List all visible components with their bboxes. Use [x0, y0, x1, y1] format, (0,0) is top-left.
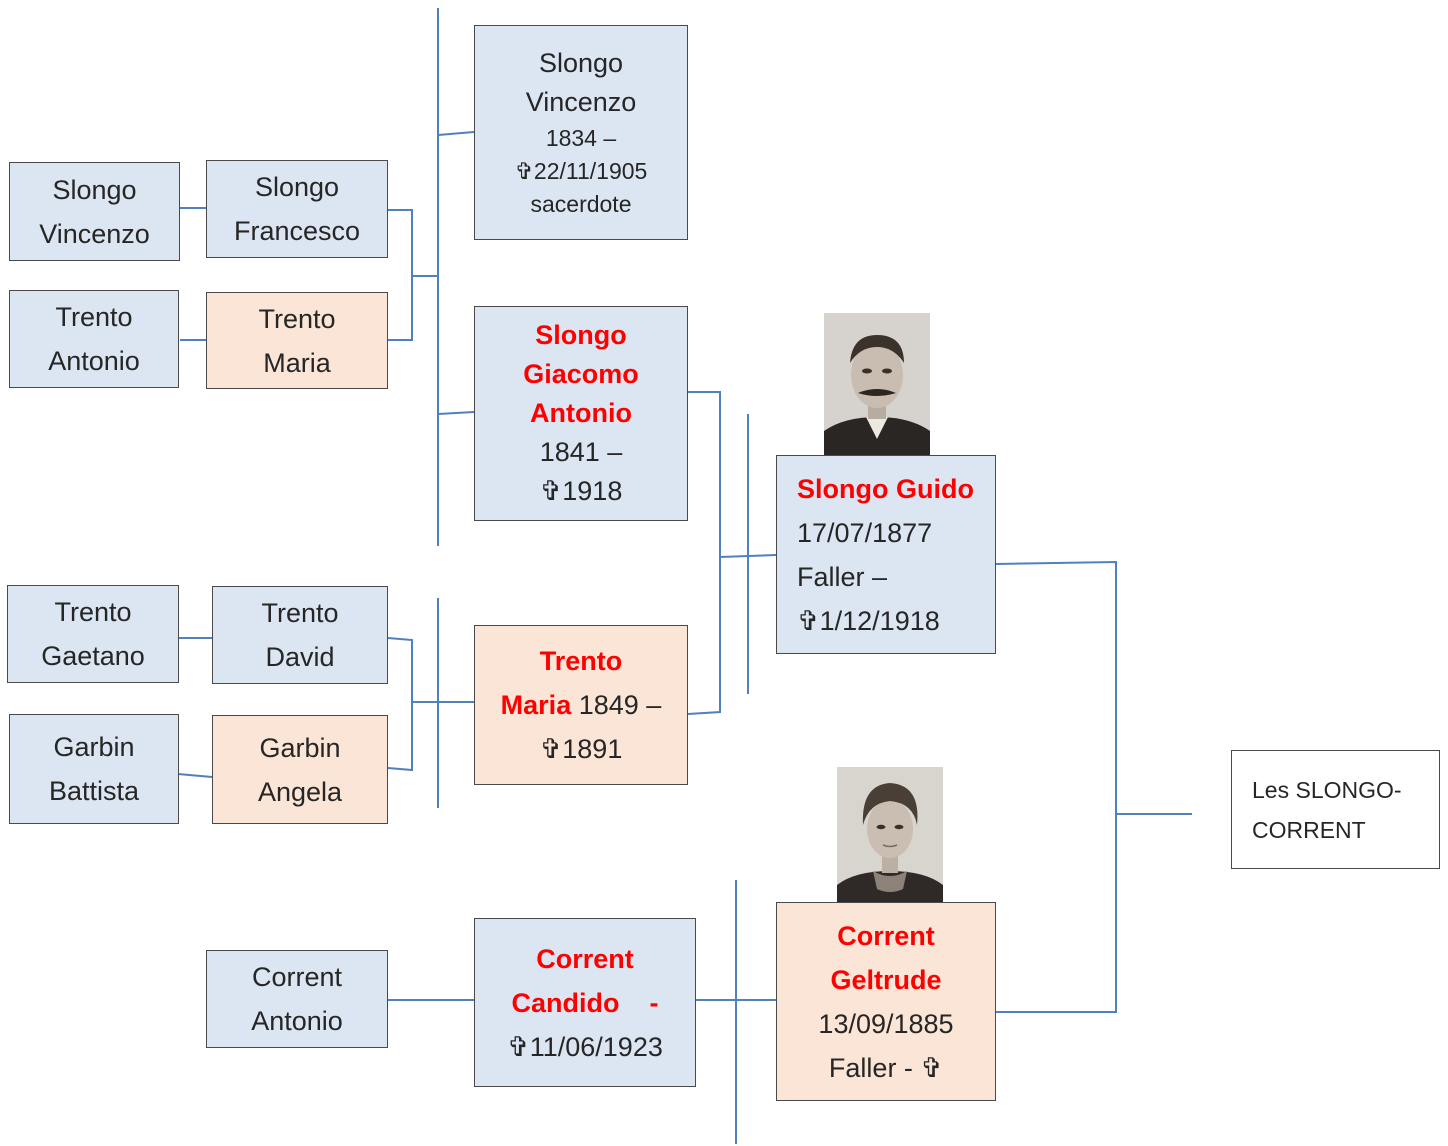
person-surname: Slongo [535, 320, 627, 350]
person-slongo-giacomo-antonio: Slongo Giacomo Antonio 1841 – ✞1918 [474, 306, 688, 521]
person-death: ✞1918 [539, 476, 623, 506]
person-birth: 13/09/1885 [818, 1008, 954, 1039]
person-death: ✞1/12/1918 [797, 605, 940, 636]
person-surname: Garbin [259, 732, 341, 763]
person-surname: Trento [55, 302, 133, 332]
portrait-slongo-guido [824, 313, 930, 455]
parents-bracket-guido [687, 391, 721, 715]
person-name-and-birth: Maria 1849 – [501, 683, 662, 727]
person-surname: Trento [261, 598, 339, 628]
person-given-name: Giacomo [523, 359, 639, 389]
person-given-name: Geltrude [830, 964, 942, 995]
person-slongo-guido: Slongo Guido 17/07/1877 Faller – ✞1/12/1… [776, 455, 996, 654]
person-given-name: Maria [263, 347, 331, 378]
person-surname: Slongo [538, 48, 624, 78]
person-given-name: Vincenzo [39, 218, 150, 249]
person-surname: Corrent [251, 962, 343, 992]
person-given-name: Antonio [251, 1006, 343, 1036]
person-given-name: Battista [48, 776, 140, 806]
link-vincenzo-priest [437, 131, 475, 136]
family-label-line2: CORRENT [1252, 816, 1366, 843]
person-middle-name: Antonio [530, 398, 632, 428]
person-death: ✞22/11/1905 [514, 158, 648, 184]
person-death: ✞1891 [539, 734, 623, 764]
family-label-line1: Les SLONGO- [1252, 776, 1402, 803]
person-place: Faller – [797, 561, 888, 592]
portrait-corrent-geltrude [837, 767, 943, 902]
person-trento-maria: Trento Maria 1849 – ✞1891 [474, 625, 688, 785]
person-given-name: Maria [500, 690, 572, 720]
person-trento-gaetano: Trento Gaetano [7, 585, 179, 683]
person-occupation: sacerdote [530, 191, 632, 217]
person-birth: 1849 – [571, 690, 662, 720]
person-given-name: Francesco [233, 216, 361, 246]
person-given-name: Antonio [48, 346, 140, 376]
person-place-death: Faller - ✞ [828, 1052, 944, 1083]
person-given-name: Vincenzo [525, 87, 637, 117]
couple-bracket [995, 560, 1117, 1013]
person-corrent-geltrude: Corrent Geltrude 13/09/1885 Faller - ✞ [776, 902, 996, 1101]
parents-bracket-slongo [388, 209, 413, 341]
person-corrent-candido: Corrent Candido - ✞11/06/1923 [474, 918, 696, 1087]
person-slongo-vincenzo-grandfather: Slongo Vincenzo [9, 162, 180, 261]
person-trento-david: Trento David [212, 586, 388, 684]
person-surname: Corrent [536, 943, 634, 974]
link-giacomo [437, 411, 475, 415]
person-surname: Trento [258, 303, 336, 334]
link-guido [719, 554, 777, 558]
person-trento-antonio: Trento Antonio [9, 290, 179, 388]
person-given-name: Gaetano [41, 641, 145, 671]
person-trento-maria-grandmother: Trento Maria [206, 292, 388, 389]
person-surname: Slongo [52, 174, 137, 205]
family-label: Les SLONGO- CORRENT [1231, 750, 1440, 869]
person-surname: Trento [54, 597, 132, 627]
person-death: ✞11/06/1923 [507, 1031, 663, 1062]
person-garbin-battista: Garbin Battista [9, 714, 179, 824]
link-battista-angela [177, 773, 213, 778]
person-birth: 1841 – [539, 437, 623, 467]
person-surname: Trento [539, 646, 623, 676]
person-surname: Corrent [837, 920, 935, 951]
person-given-name: Angela [257, 776, 343, 807]
person-given-name: Candido - [511, 987, 659, 1018]
person-corrent-antonio: Corrent Antonio [206, 950, 388, 1048]
person-birth: 1834 – [545, 125, 617, 151]
person-surname: Slongo [254, 172, 340, 202]
person-garbin-angela: Garbin Angela [212, 715, 388, 824]
person-surname: Garbin [53, 732, 135, 762]
parents-bracket-trento [387, 637, 413, 772]
person-given-name: David [265, 642, 335, 672]
person-slongo-vincenzo-priest: Slongo Vincenzo 1834 – ✞22/11/1905 sacer… [474, 25, 688, 240]
person-slongo-francesco: Slongo Francesco [206, 160, 388, 258]
person-birth: 17/07/1877 [797, 517, 933, 548]
person-name: Slongo Guido [797, 473, 974, 504]
